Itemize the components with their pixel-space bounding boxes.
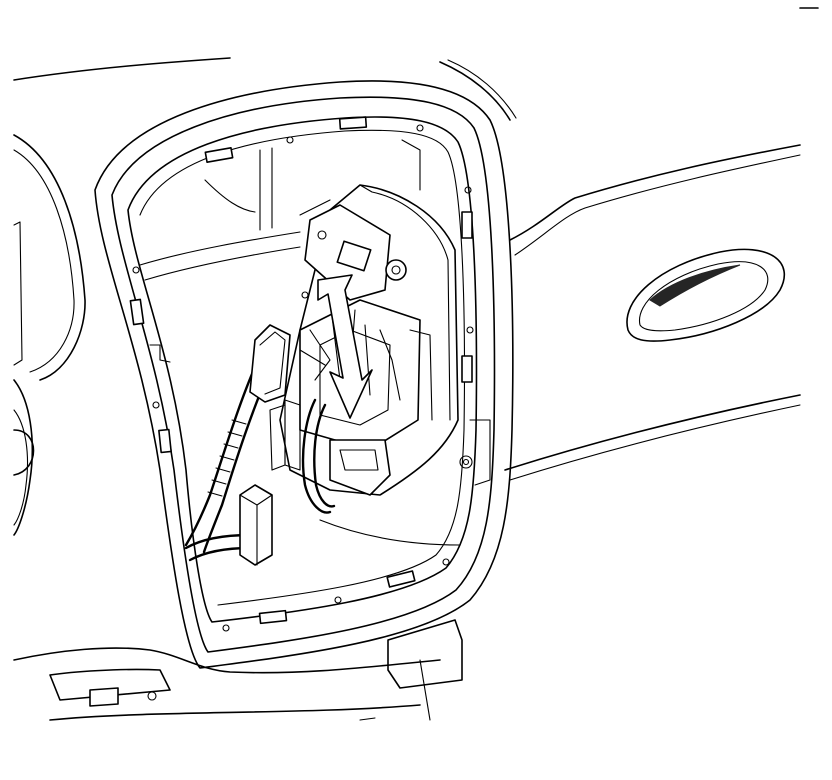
harness-connector-lower — [239, 484, 273, 566]
removal-arrow — [317, 274, 373, 419]
instrument-cluster-edge — [13, 134, 86, 536]
harness-connector-upper — [249, 324, 291, 403]
lower-panel — [13, 619, 463, 721]
dash-top-contour — [13, 57, 517, 121]
oval-vent — [626, 248, 786, 342]
dash-panel-right — [504, 144, 801, 481]
cavity-structure — [139, 139, 491, 546]
switch-module — [269, 184, 459, 496]
bezel-clips — [129, 116, 474, 632]
